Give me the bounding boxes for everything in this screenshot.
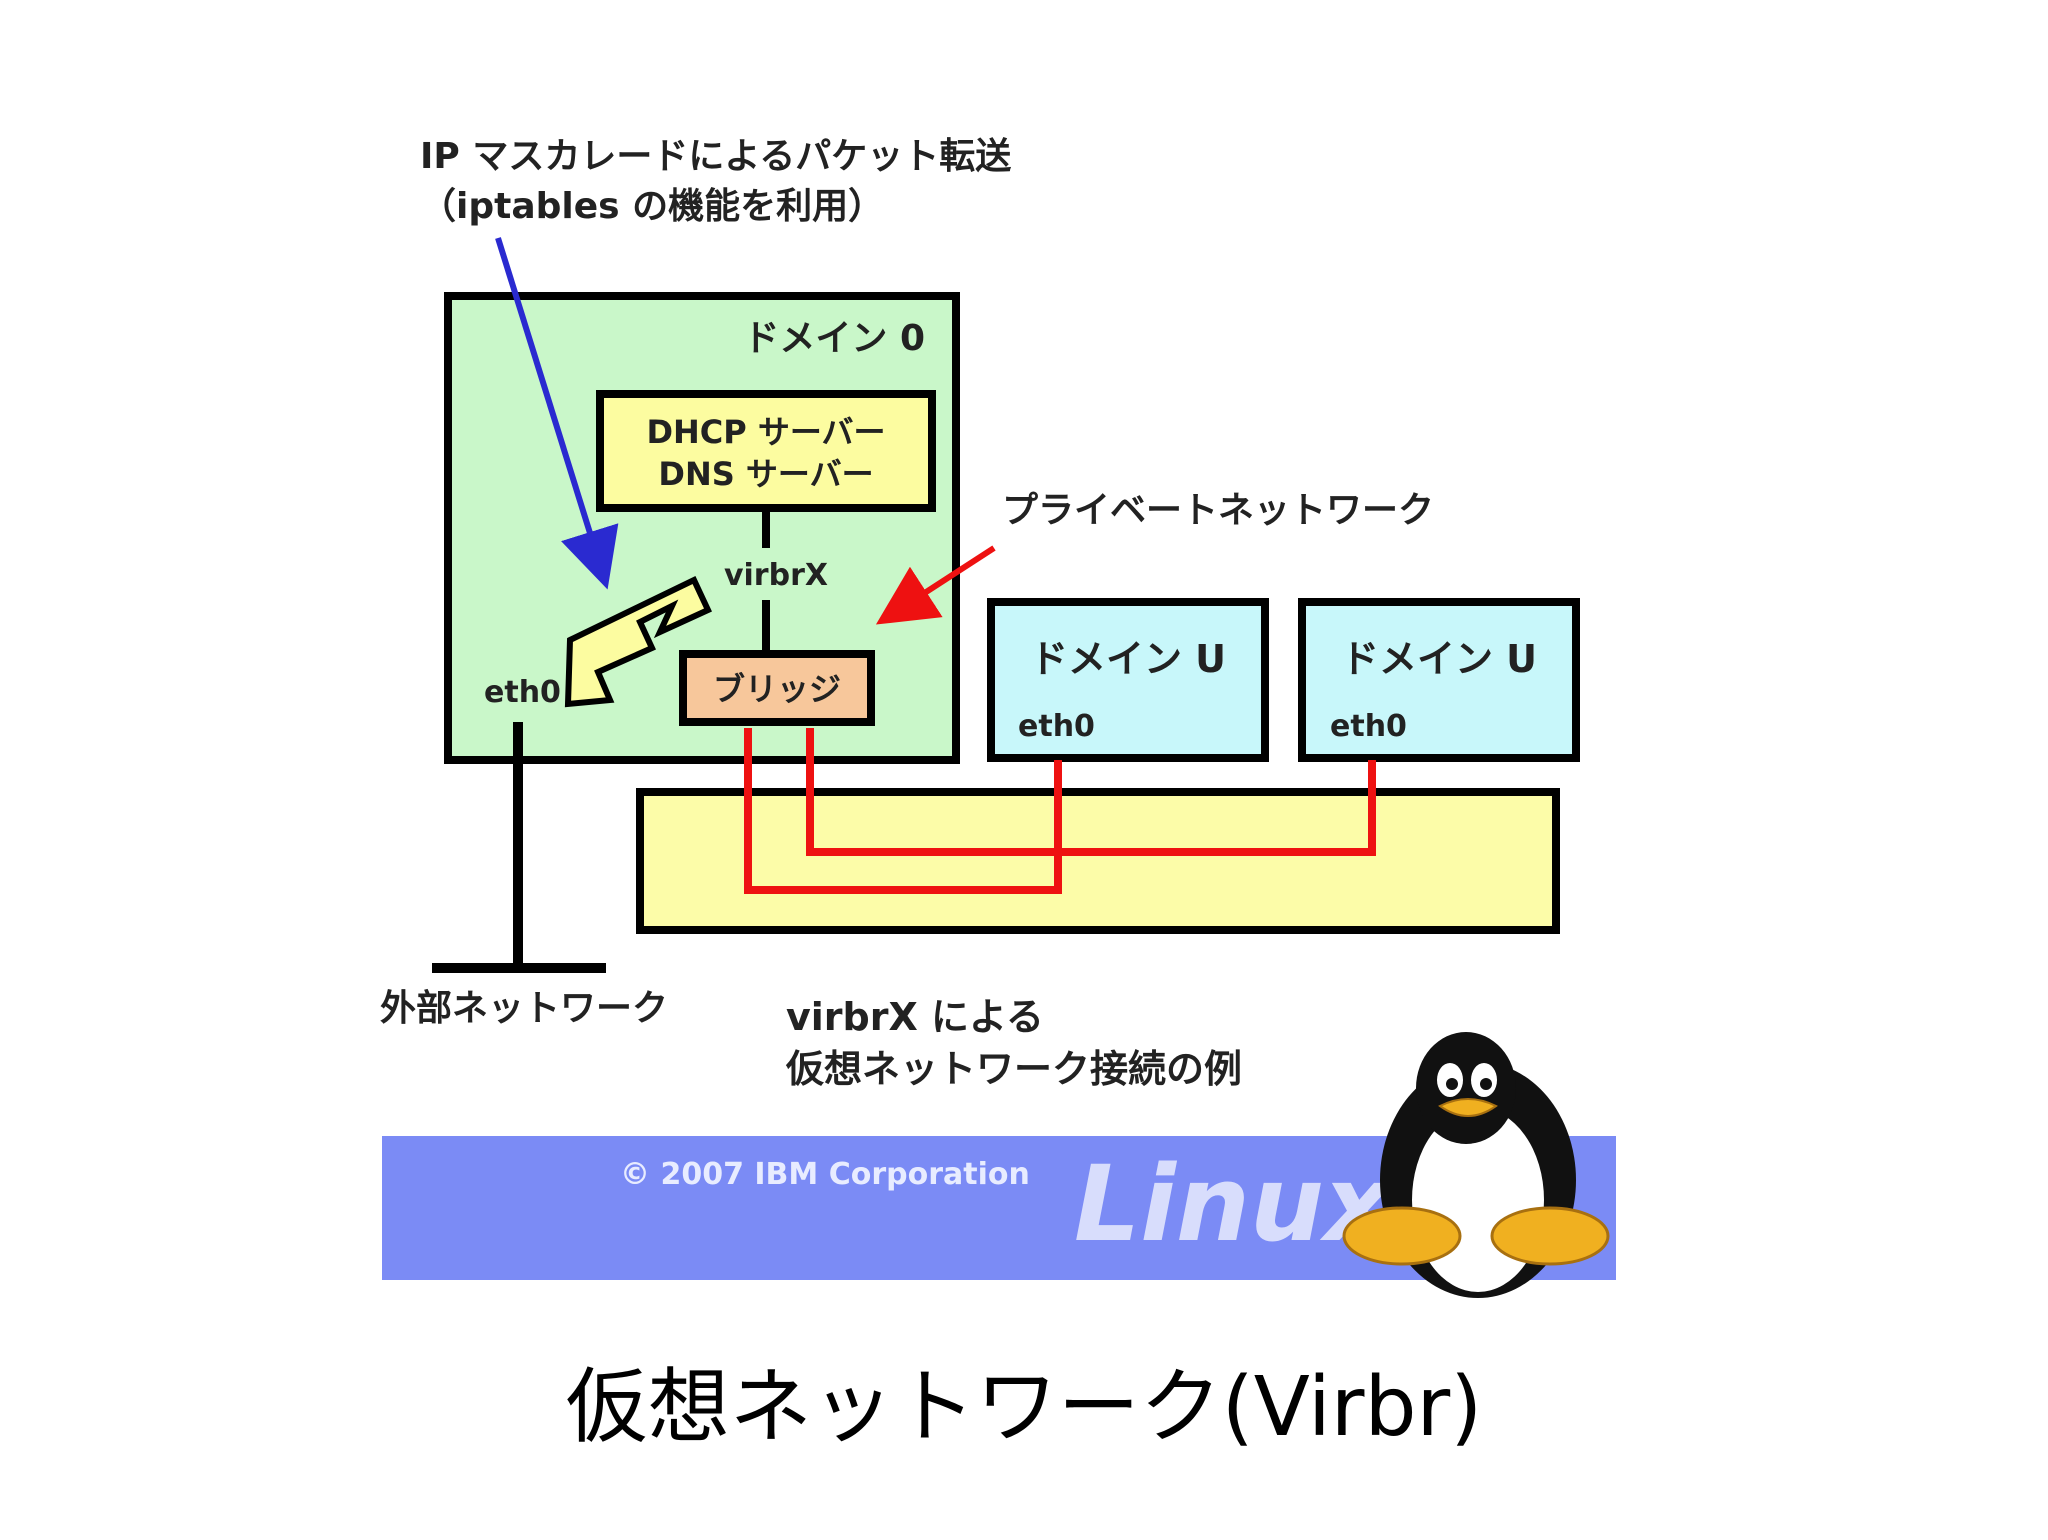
domu-box-1 — [987, 598, 1269, 762]
virbr-label: virbrX — [724, 558, 828, 593]
example-line1: virbrX による — [786, 995, 1044, 1039]
annotation-line2: （iptables の機能を利用） — [420, 186, 884, 227]
domu-2-eth0: eth0 — [1330, 709, 1407, 744]
dom0-eth0: eth0 — [484, 675, 561, 710]
server-line2: DNS サーバー — [658, 455, 873, 493]
domu-2-title: ドメイン U — [1341, 637, 1537, 681]
slide-title: 仮想ネットワーク(Virbr) — [565, 1360, 1483, 1455]
host-base-bar — [636, 788, 1560, 934]
server-line1: DHCP サーバー — [646, 413, 885, 451]
bridge-label: ブリッジ — [713, 670, 841, 708]
private-net-arrow — [875, 545, 996, 625]
annotation-arrow — [495, 237, 619, 590]
footer-linux-logo: Linux — [1074, 1143, 1394, 1265]
private-link-domu-2 — [806, 728, 1376, 856]
bridge-box — [679, 650, 875, 726]
external-net-label: 外部ネットワーク — [380, 988, 668, 1029]
nat-forward-arrow — [564, 575, 712, 708]
dhcp-dns-box — [596, 390, 936, 512]
dom0-title: ドメイン 0 — [743, 318, 925, 359]
private-net-label: プライベートネットワーク — [1002, 490, 1434, 531]
footer-copyright: © 2007 IBM Corporation — [620, 1157, 1030, 1192]
domu-1-eth0: eth0 — [1018, 709, 1095, 744]
domu-box-2 — [1298, 598, 1580, 762]
domu-1-title: ドメイン U — [1030, 637, 1226, 681]
annotation-line1: IP マスカレードによるパケット転送 — [420, 136, 1011, 177]
tux-penguin-icon — [1342, 1032, 1610, 1298]
private-link-domu-1 — [744, 728, 1062, 894]
example-line2: 仮想ネットワーク接続の例 — [785, 1047, 1242, 1091]
